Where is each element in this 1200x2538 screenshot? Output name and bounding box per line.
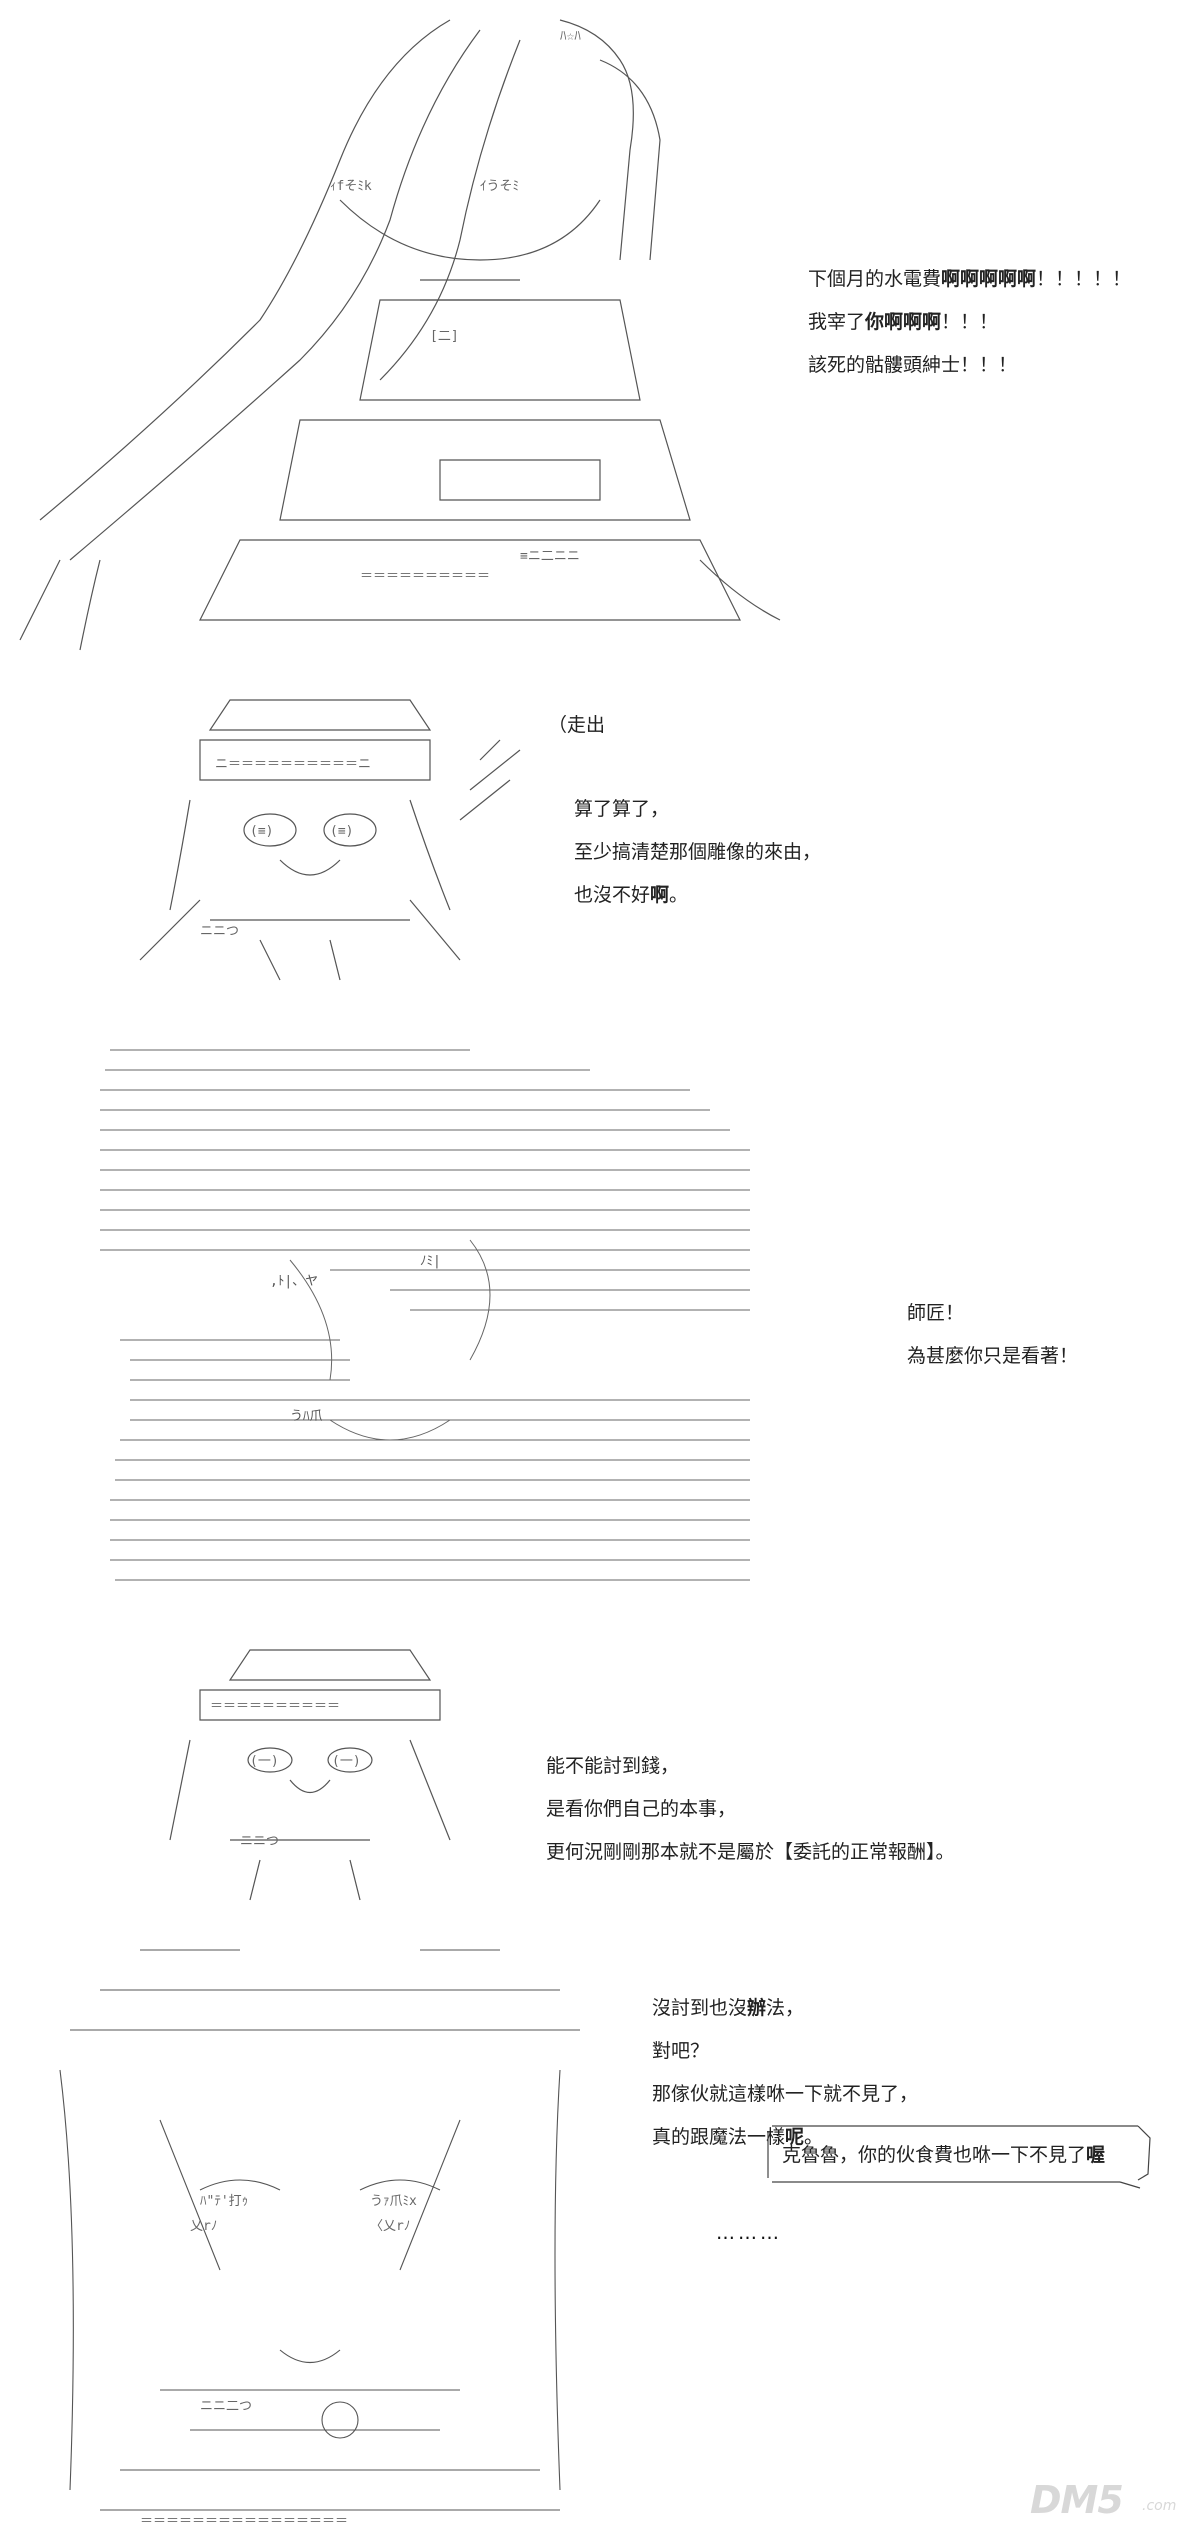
caption-line: 沒討到也沒辦法，	[652, 1997, 805, 2019]
svg-text:ｲうそﾐ: ｲうそﾐ	[480, 179, 519, 194]
caption-line: 該死的骷髏頭紳士！！！	[808, 354, 1018, 376]
svg-text:(≡): (≡)	[250, 824, 273, 839]
panel-3-caption: 師匠！ 為甚麼你只是看著！	[907, 1292, 1078, 1378]
svg-text:＝＝＝＝＝＝＝＝＝＝: ＝＝＝＝＝＝＝＝＝＝	[360, 569, 490, 584]
site-watermark-logo: DM5 .com	[1030, 2470, 1190, 2530]
speech-bubble-text: 克魯魯，你的伙食費也咻一下不見了喔	[782, 2144, 1106, 2166]
caption-line: 更何況剛剛那本就不是屬於【委託的正常報酬】。	[546, 1841, 955, 1863]
svg-text:ニニ二つ: ニニ二つ	[200, 2399, 252, 2414]
watermark-suffix: .com	[1142, 2498, 1177, 2514]
svg-text:うｧ爪ﾐx: うｧ爪ﾐx	[370, 2194, 417, 2209]
caption-line: 師匠！	[907, 1302, 965, 1324]
svg-text:ニニつ: ニニつ	[240, 1834, 279, 1849]
caption-line: 也沒不好啊。	[574, 884, 689, 906]
panel-1-ascii-art: ｨfそﾐk ｲうそﾐ [二] ≡ニ二ニニ ﾊ☆ﾊ ＝＝＝＝＝＝＝＝＝＝	[0, 0, 790, 670]
panel-4-caption: 能不能討到錢， 是看你們自己的本事， 更何況剛剛那本就不是屬於【委託的正常報酬】…	[546, 1745, 955, 1874]
svg-text:＝＝＝＝＝＝＝＝＝＝＝＝＝＝＝＝: ＝＝＝＝＝＝＝＝＝＝＝＝＝＝＝＝	[140, 2514, 348, 2529]
svg-text:ﾊ☆ﾊ: ﾊ☆ﾊ	[560, 29, 581, 44]
panel-1-caption: 下個月的水電費啊啊啊啊啊！！！！！ 我宰了你啊啊啊！！！ 該死的骷髏頭紳士！！！	[808, 258, 1131, 387]
caption-line: 對吧？	[652, 2040, 710, 2062]
caption-line: 算了算了，	[574, 798, 670, 820]
caption-line: 那傢伙就這樣咻一下就不見了，	[652, 2083, 919, 2105]
panel-4-ascii-art: (一) (一) ＝＝＝＝＝＝＝＝＝＝ ニニつ	[110, 1640, 510, 1920]
caption-line: 是看你們自己的本事，	[546, 1798, 737, 1820]
svg-text:ニ＝＝＝＝＝＝＝＝＝＝ニ: ニ＝＝＝＝＝＝＝＝＝＝ニ	[215, 757, 371, 772]
caption-line: 下個月的水電費啊啊啊啊啊！！！！！	[808, 268, 1132, 290]
caption-line: 至少搞清楚那個雕像的來由，	[574, 841, 822, 863]
panel-2-caption: 算了算了， 至少搞清楚那個雕像的來由， 也沒不好啊。	[574, 788, 821, 917]
svg-text:≡ニ二ニニ: ≡ニ二ニニ	[520, 549, 580, 564]
svg-text:,ﾄ|、ヤ: ,ﾄ|、ヤ	[270, 1274, 318, 1289]
speech-bubble: 克魯魯，你的伙食費也咻一下不見了喔	[760, 2118, 1155, 2190]
svg-text:ｨfそﾐk: ｨfそﾐk	[330, 179, 372, 194]
caption-line: 為甚麼你只是看著！	[907, 1345, 1079, 1367]
svg-text:ﾉﾐ|: ﾉﾐ|	[420, 1254, 441, 1269]
panel-2-ascii-art: (≡) (≡) ニ＝＝＝＝＝＝＝＝＝＝ニニニつ	[80, 680, 560, 1000]
svg-text:ニニつ: ニニつ	[200, 924, 239, 939]
panel-5-ascii-art: ﾊ"ﾃ'打ｩ うｧ爪ﾐx 乂rﾉ 〈乂rﾉ ニニ二つ ＝＝＝＝＝＝＝＝＝＝＝＝＝＝＝＝	[40, 1930, 600, 2530]
svg-text:〈乂rﾉ: 〈乂rﾉ	[370, 2219, 410, 2234]
svg-text:うﾊ爪: うﾊ爪	[290, 1409, 323, 1424]
svg-text:＝＝＝＝＝＝＝＝＝＝: ＝＝＝＝＝＝＝＝＝＝	[210, 1699, 340, 1714]
panel-2-aside: （走出	[548, 714, 606, 736]
trailing-ellipsis: ………	[716, 2222, 782, 2244]
panel-3-ascii-art: ,ﾄ|、ヤ ﾉﾐ| うﾊ爪	[90, 1020, 790, 1600]
svg-text:ﾊ"ﾃ'打ｩ: ﾊ"ﾃ'打ｩ	[200, 2194, 248, 2209]
svg-text:(一): (一)	[250, 1754, 279, 1769]
svg-text:(一): (一)	[332, 1754, 361, 1769]
watermark-text: DM5	[1030, 2478, 1124, 2522]
caption-line: 我宰了你啊啊啊！！！	[808, 311, 999, 333]
panel-5-caption: 沒討到也沒辦法， 對吧？ 那傢伙就這樣咻一下就不見了， 真的跟魔法一樣呢。	[652, 1987, 918, 2159]
caption-line: 真的跟魔法一樣呢。	[652, 2126, 824, 2148]
svg-text:(≡): (≡)	[330, 824, 353, 839]
caption-line: 能不能討到錢，	[546, 1755, 680, 1777]
svg-text:[二]: [二]	[430, 329, 459, 344]
svg-text:乂rﾉ: 乂rﾉ	[190, 2219, 217, 2234]
